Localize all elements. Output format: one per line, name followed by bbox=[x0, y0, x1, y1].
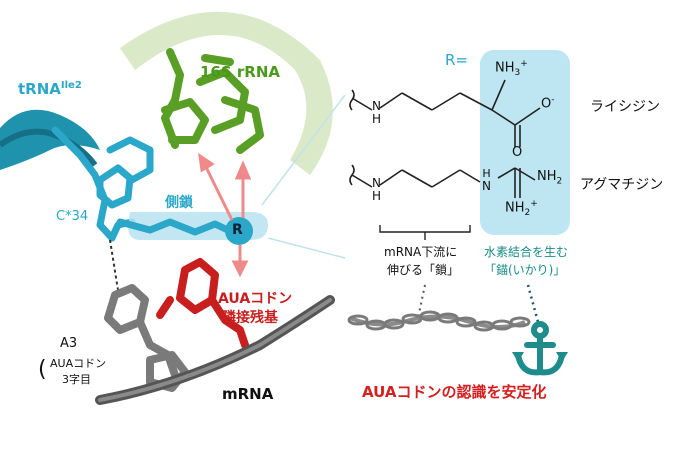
aua-neighbor-label-2: 隣接残基 bbox=[222, 311, 278, 326]
anchor-label-2: 「錨(いかり)」 bbox=[484, 264, 565, 277]
chain-bracket bbox=[380, 225, 470, 232]
a3-label: A3 bbox=[60, 337, 77, 351]
nh3-label: NH3+ bbox=[495, 60, 528, 79]
a3-sub-label-1: AUAコドン bbox=[50, 358, 106, 370]
mrna-backbone bbox=[100, 300, 330, 400]
agmatidine-name: アグマチジン bbox=[580, 178, 663, 193]
mrna-label: mRNA bbox=[222, 386, 273, 403]
aua-neighbor-label-1: AUAコドン bbox=[218, 292, 292, 307]
nh2-top-label: NH2 bbox=[537, 170, 562, 187]
c34-label: C*34 bbox=[56, 210, 88, 224]
h-bond bbox=[110, 240, 118, 290]
side-chain-label: 側鎖 bbox=[165, 196, 193, 211]
a3-sub-label-2: 3字目 bbox=[62, 374, 91, 386]
stabilize-caption: AUAコドンの認識を安定化 bbox=[362, 384, 546, 401]
mrna-backbone-light bbox=[100, 300, 330, 400]
a3-base bbox=[108, 288, 185, 388]
lysidine-name: ライシジン bbox=[590, 100, 660, 115]
chain-label-1: mRNA下流に bbox=[384, 246, 457, 259]
coo-o-label: O- bbox=[541, 96, 554, 112]
connector-bottom bbox=[268, 238, 345, 258]
anchor-label-1: 水素結合を生む bbox=[484, 246, 568, 259]
anchor-icon bbox=[518, 324, 562, 372]
connector-top bbox=[262, 95, 345, 205]
r-equals-label: R= bbox=[445, 52, 468, 69]
a3-paren-open: ( bbox=[38, 358, 47, 382]
carbonyl-o-label: O bbox=[512, 146, 522, 160]
trna-label: tRNAIle2 bbox=[18, 80, 82, 98]
nh2-bottom-label: NH2+ bbox=[505, 200, 538, 219]
anchor-pointer bbox=[528, 285, 538, 322]
rrna-label: 16S rRNA bbox=[200, 64, 280, 81]
r-label: R bbox=[232, 223, 243, 238]
chain-label-2: 伸びる「鎖」 bbox=[387, 264, 459, 277]
